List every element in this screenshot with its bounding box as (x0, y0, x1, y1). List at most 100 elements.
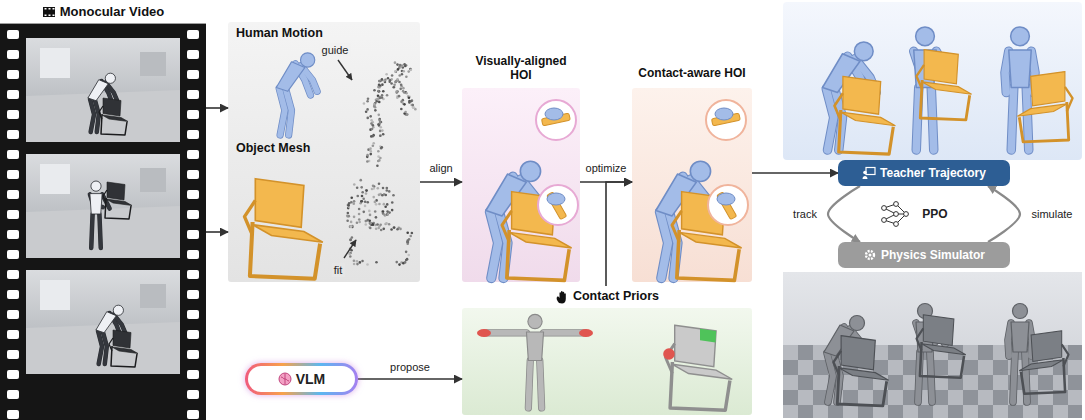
drawing-part (948, 405, 963, 418)
drawing-part (866, 251, 874, 259)
drawing-part (841, 112, 896, 126)
drawing-part (400, 100, 403, 103)
drawing-part (406, 258, 409, 261)
drawing-part (993, 405, 1008, 418)
drawing-part (368, 210, 371, 213)
human-figure (90, 181, 110, 248)
drawing-part (353, 200, 356, 203)
drawing-part (382, 228, 385, 231)
text-row: Physics Simulator (863, 248, 985, 262)
drawing-part (348, 215, 351, 218)
video-frame (26, 270, 180, 374)
chair-figure (834, 336, 889, 406)
drawing-part (372, 196, 375, 199)
drawing-part (978, 345, 993, 360)
drawing-part (378, 84, 381, 87)
drawing-part (376, 164, 379, 167)
drawing-part (715, 108, 733, 120)
drawing-part (102, 115, 128, 122)
panel-background (462, 88, 580, 282)
drawing-part (854, 42, 873, 61)
drawing-part (843, 375, 858, 390)
drawing-part (868, 253, 871, 256)
drawing-part (863, 171, 867, 175)
drawing-part (528, 361, 530, 409)
drawing-part (103, 190, 107, 203)
film-strip: Monocular Video (0, 4, 206, 420)
network-icon (882, 202, 909, 227)
drawing-part (187, 390, 199, 399)
drawing-part (1031, 72, 1065, 106)
drawing-part (347, 204, 350, 207)
drawing-part (349, 238, 352, 241)
drawing-part (7, 390, 19, 399)
panel-heading: Contact-aware HOI (638, 66, 745, 80)
drawing-part (396, 228, 399, 231)
human-figure (1005, 27, 1035, 150)
drawing-part (835, 93, 843, 120)
drawing-part (91, 214, 92, 248)
drawing-part (350, 201, 353, 204)
drawing-part (401, 73, 404, 76)
drawing-part (369, 222, 372, 225)
drawing-part (407, 241, 410, 244)
drawing-part (396, 90, 399, 93)
drawing-part (350, 196, 353, 199)
drawing-part (245, 200, 256, 235)
drawing-part (378, 159, 381, 162)
drawing-part (187, 170, 199, 179)
drawing-part (717, 192, 737, 220)
drawing-part (379, 97, 382, 100)
drawing-part (372, 223, 375, 226)
fit-arrow (344, 240, 356, 258)
drawing-part (978, 360, 993, 375)
drawing-part (362, 211, 365, 214)
drawing-part (377, 114, 380, 117)
drawing-part (7, 90, 19, 99)
drawing-part (387, 77, 390, 80)
drawing-part (106, 199, 132, 206)
drawing-part (346, 219, 349, 222)
zoom-inset (538, 185, 578, 225)
heading-icon (863, 248, 877, 262)
drawing-part (888, 405, 903, 418)
drawing-part (375, 216, 378, 219)
drawing-part (394, 61, 397, 64)
drawing-part (187, 70, 199, 79)
drawing-part (26, 90, 180, 142)
drawing-part (103, 331, 107, 364)
drawing-part (375, 100, 378, 103)
drawing-part (40, 48, 70, 78)
drawing-part (405, 75, 408, 78)
drawing-part (408, 96, 411, 99)
drawing-part (370, 222, 373, 225)
drawing-part (88, 80, 108, 101)
drawing-part (379, 126, 382, 129)
drawing-part (540, 361, 542, 409)
drawing-part (544, 329, 585, 336)
drawing-part (412, 106, 415, 109)
drawing-part (366, 154, 369, 157)
drawing-part (7, 230, 19, 239)
drawing-part (107, 182, 125, 200)
drawing-part (863, 176, 868, 179)
drawing-part (377, 90, 380, 93)
drawing-part (356, 263, 359, 266)
drawing-part (679, 232, 741, 248)
drawing-part (374, 201, 377, 204)
drawing-part (187, 410, 199, 419)
drawing-part (353, 263, 356, 266)
vlm-pill: VLM (245, 363, 358, 395)
drawing-part (369, 115, 372, 118)
drawing-part (528, 361, 530, 409)
drawing-part (392, 227, 395, 230)
drawing-part (370, 150, 373, 153)
drawing-part (1013, 352, 1015, 402)
drawing-part (370, 119, 373, 122)
drawing-part (98, 331, 102, 364)
drawing-part (1005, 51, 1009, 92)
drawing-part (377, 150, 380, 153)
drawing-part (379, 130, 382, 133)
drawing-part (369, 153, 372, 156)
drawing-part (48, 8, 50, 10)
